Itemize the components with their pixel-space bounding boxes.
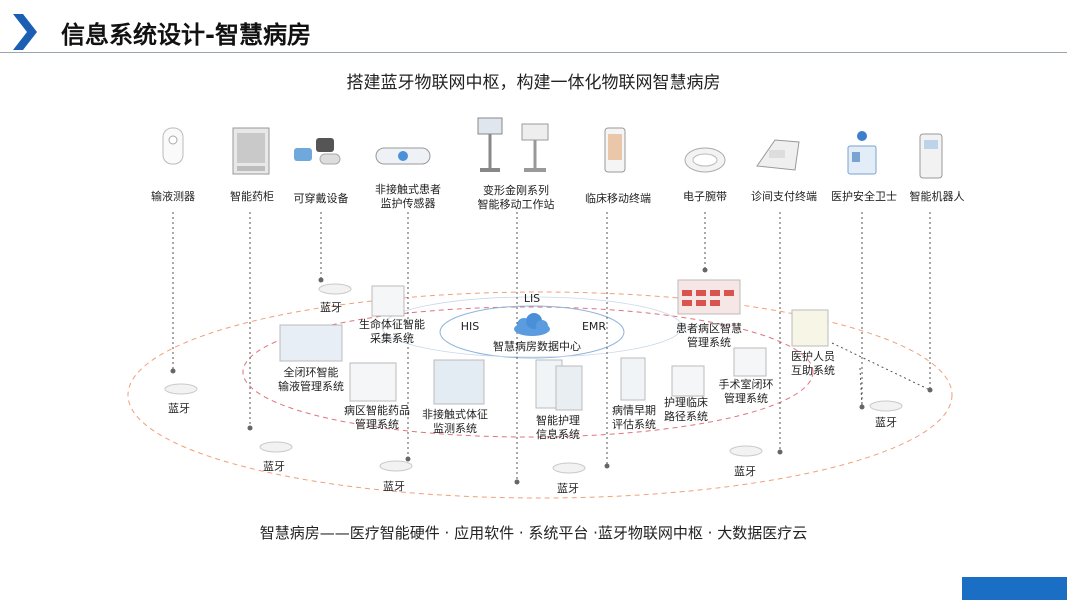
bluetooth-label: 蓝牙	[557, 482, 579, 495]
system-thumbnails	[279, 279, 829, 411]
device-label-mobile-workstation: 变形金刚系列 智能移动工作站	[477, 184, 555, 211]
bluetooth-label: 蓝牙	[320, 301, 342, 314]
page-title: 信息系统设计-智慧病房	[61, 21, 311, 49]
wristband-icon	[684, 147, 726, 173]
device-label-robot: 智能机器人	[909, 190, 965, 203]
vital-system-screenshot	[371, 285, 405, 317]
system-label-infusion: 全闭环智能 输液管理系统	[278, 366, 344, 393]
data-center-halo	[381, 296, 683, 358]
device-label-wearable: 可穿戴设备	[293, 192, 349, 205]
device-label-infusion-detector: 输液测器	[151, 190, 195, 203]
system-label-staff: 医护人员 互助系统	[791, 350, 835, 377]
system-label-nursing: 智能护理 信息系统	[536, 414, 580, 441]
ward-system-screenshot	[677, 279, 741, 315]
data-center-ring	[439, 305, 625, 359]
system-label-early: 病情早期 评估系统	[612, 404, 656, 431]
mobile-workstation-icon	[477, 117, 549, 172]
wearable-device-icon	[294, 138, 341, 165]
bluetooth-hub-icon	[259, 441, 293, 453]
infusion-detector-icon	[162, 127, 184, 165]
bluetooth-hub-icon	[729, 445, 763, 457]
badge-guard-icon	[847, 131, 877, 175]
pathway-system-screenshot	[671, 365, 705, 397]
bluetooth-label: 蓝牙	[383, 480, 405, 493]
bluetooth-hub-icon	[318, 283, 352, 295]
or-system-screenshot	[733, 347, 767, 377]
emr-label: EMR	[581, 320, 607, 333]
drug-system-screenshot	[349, 362, 397, 402]
device-label-patient-sensor: 非接触式患者 监护传感器	[375, 183, 441, 210]
connector-dots	[170, 267, 933, 485]
infusion-system-screenshot	[279, 324, 343, 362]
ward-screen-cells	[682, 290, 734, 306]
footer-caption: 智慧病房——医疗智能硬件 · 应用软件 · 系统平台 ·蓝牙物联网中枢 · 大数…	[259, 524, 808, 542]
outer-network-ring	[127, 291, 953, 499]
device-label-payment-terminal: 诊间支付终端	[751, 190, 817, 203]
bluetooth-hubs	[164, 283, 903, 474]
medicine-cabinet-icon	[232, 127, 270, 175]
nursing-system-screenshot-b	[555, 365, 583, 411]
bluetooth-hub-icon	[552, 462, 586, 474]
system-label-noncontact: 非接触式体征 监测系统	[422, 408, 488, 435]
staff-system-screenshot	[791, 309, 829, 347]
device-label-badge-guard: 医护安全卫士	[831, 190, 897, 203]
system-label-ward: 患者病区智慧 管理系统	[676, 322, 742, 349]
patient-sensor-icon	[375, 147, 431, 165]
device-connectors	[172, 212, 931, 482]
mobile-terminal-icon	[604, 127, 626, 173]
device-label-wristband: 电子腕带	[683, 190, 727, 203]
bluetooth-label: 蓝牙	[734, 465, 756, 478]
data-center-label: 智慧病房数据中心	[493, 340, 581, 353]
lis-label: LIS	[523, 292, 541, 305]
device-label-mobile-terminal: 临床移动终端	[585, 192, 651, 205]
system-label-pathway: 护理临床 路径系统	[664, 396, 708, 423]
payment-terminal-icon	[756, 139, 800, 171]
bluetooth-hub-icon	[164, 383, 198, 395]
robot-icon	[919, 133, 943, 179]
bluetooth-label: 蓝牙	[875, 416, 897, 429]
noncontact-system-screenshot	[433, 359, 485, 405]
device-label-medicine-cabinet: 智能药柜	[230, 190, 274, 203]
diagram-subtitle: 搭建蓝牙物联网中枢，构建一体化物联网智慧病房	[346, 73, 721, 93]
bluetooth-hub-icon	[869, 400, 903, 412]
inner-network-ring	[242, 306, 814, 438]
system-label-vital: 生命体征智能 采集系统	[359, 318, 425, 345]
early-system-screenshot	[620, 357, 646, 401]
bluetooth-label: 蓝牙	[263, 460, 285, 473]
bluetooth-label: 蓝牙	[168, 402, 190, 415]
system-label-drug: 病区智能药品 管理系统	[344, 404, 410, 431]
chevron-right-icon	[13, 14, 37, 50]
header-divider	[0, 52, 1067, 53]
bluetooth-hub-icon	[379, 460, 413, 472]
cloud-icon	[514, 313, 550, 336]
corner-accent-bar	[962, 577, 1067, 600]
system-label-or: 手术室闭环 管理系统	[718, 378, 774, 405]
his-label: HIS	[460, 320, 480, 333]
